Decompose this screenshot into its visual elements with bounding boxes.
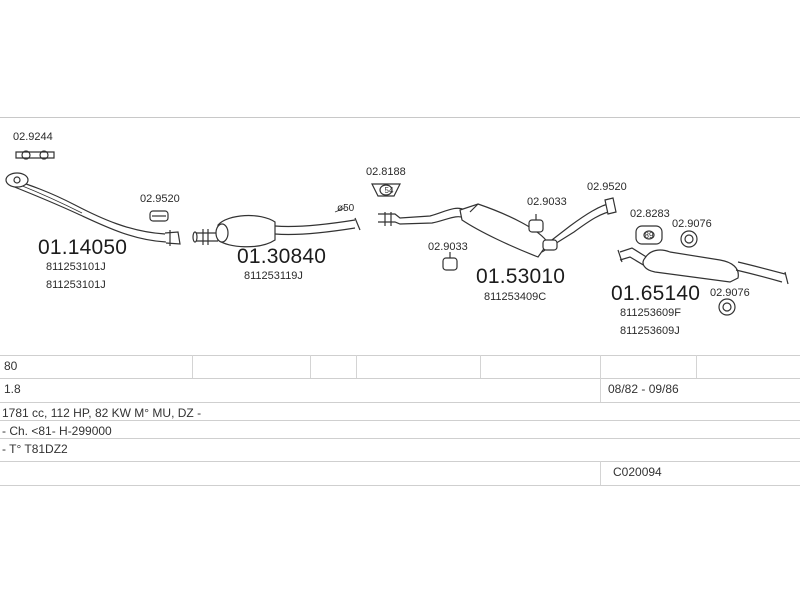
front-pipe-drawing [5,172,181,246]
middle-muffler-number: 01.30840 [237,245,327,268]
rear-muffler-ref-1: 811253609F [620,307,681,319]
hanger-part-number-f: 02.9076 [710,287,750,299]
svg-text:54: 54 [385,186,394,195]
rubber-02-9520-drawing-b [542,239,558,251]
hanger-02-9076-drawing-a [680,230,698,248]
spec-cell: 1781 cc, 112 HP, 82 KW M° MU, DZ - [2,406,202,420]
catalog-code-cell: C020094 [613,465,662,479]
center-muffler-number: 01.53010 [476,265,566,288]
gasket-part-number: 02.9244 [13,131,53,143]
middle-muffler-ref: 811253119J [244,270,303,282]
middle-muffler-drawing [192,207,361,248]
center-muffler-ref: 811253409C [484,291,547,303]
gasket-02-9244-drawing [15,150,55,160]
clamp-diameter-label: ø50 [337,203,355,214]
type-cell: - T° T81DZ2 [2,442,68,456]
rear-muffler-ref-2: 811253609J [620,325,680,337]
hanger-part-number-d: 02.8283 [630,208,670,220]
engine-cell: 1.8 [4,382,21,396]
hanger-02-9033-drawing-b [442,252,458,271]
rubber-part-number-b: 02.9520 [587,181,627,193]
hanger-part-number-a: 02.8188 [366,166,406,178]
model-cell: 80 [4,359,18,373]
years-cell: 08/82 - 09/86 [608,382,679,396]
front-pipe-ref-2: 811253101J [46,279,106,291]
hanger-02-9076-drawing-b [718,298,736,316]
rubber-02-9520-drawing-a [149,210,169,222]
hanger-02-9033-drawing-a [528,214,544,233]
hanger-part-number-e: 02.9076 [672,218,712,230]
front-pipe-ref-1: 811253101J [46,261,106,273]
front-pipe-number: 01.14050 [38,236,128,259]
rubber-part-number-a: 02.9520 [140,193,180,205]
rear-muffler-drawing [617,247,789,285]
rear-muffler-number: 01.65140 [611,282,701,305]
hanger-02-8283-drawing [635,225,663,245]
hanger-part-number-c: 02.9033 [428,241,468,253]
hanger-part-number-b: 02.9033 [527,196,567,208]
center-muffler-drawing [378,197,617,258]
hanger-02-8188-drawing [371,183,401,197]
svg-text:89: 89 [645,231,654,240]
chassis-cell: - Ch. <81- H-299000 [2,424,112,438]
